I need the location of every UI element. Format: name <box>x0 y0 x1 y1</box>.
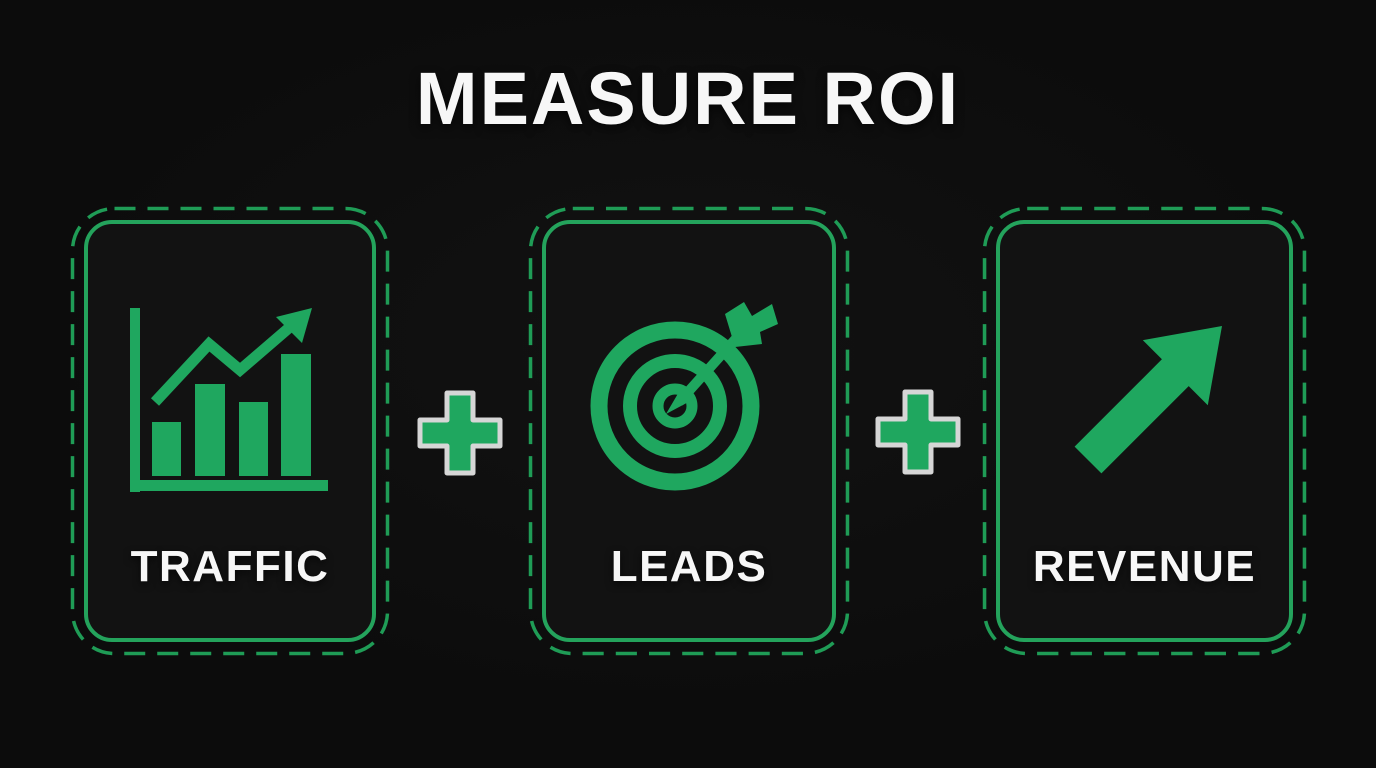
growth-arrow-icon <box>1074 326 1222 474</box>
card-frame: REVENUE <box>996 220 1293 642</box>
dashed-border <box>70 206 390 656</box>
icon-slot <box>88 296 372 508</box>
dashed-border <box>982 206 1307 656</box>
page-title: MEASURE ROI <box>415 57 961 140</box>
card-label: REVENUE <box>1032 542 1257 591</box>
dashed-border <box>528 206 850 656</box>
target-arrow-icon <box>590 302 778 491</box>
card-revenue: REVENUE <box>982 206 1307 656</box>
icon-slot <box>1000 296 1289 508</box>
card-traffic: TRAFFIC <box>70 206 390 656</box>
plus-icon <box>875 389 961 475</box>
card-label: TRAFFIC <box>130 542 330 591</box>
card-label: LEADS <box>610 542 768 591</box>
bar-chart-growth-icon <box>130 308 328 492</box>
card-frame: LEADS <box>542 220 836 642</box>
icon-slot <box>546 296 832 508</box>
card-leads: LEADS <box>528 206 850 656</box>
card-frame: TRAFFIC <box>84 220 376 642</box>
plus-icon <box>417 390 503 476</box>
